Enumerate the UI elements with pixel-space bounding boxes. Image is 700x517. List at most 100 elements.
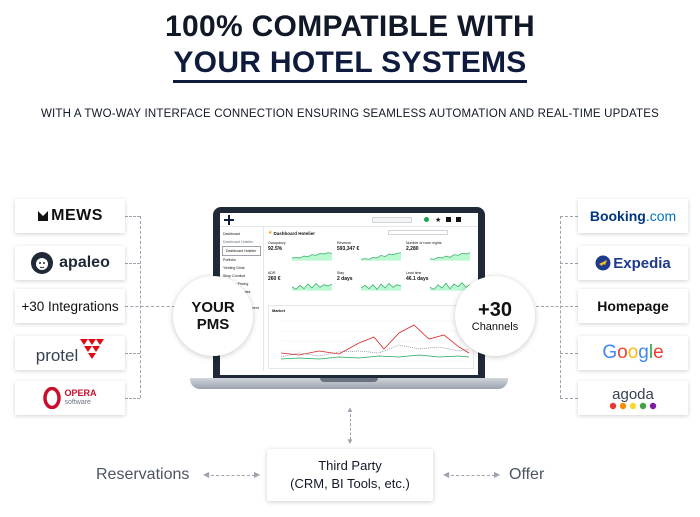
connector-line bbox=[350, 414, 351, 440]
sidebar-item[interactable]: Dashboard Hotelier bbox=[223, 240, 254, 244]
booking-label: Booking bbox=[589, 208, 646, 224]
dashboard-topbar: ★ bbox=[220, 213, 478, 227]
connector-line bbox=[560, 353, 578, 354]
kpi-sparkline bbox=[361, 252, 401, 261]
kpi-value: 2,280 bbox=[406, 246, 419, 252]
connector-line bbox=[536, 306, 578, 307]
kpi-sparkline bbox=[430, 252, 470, 261]
third-party-box: Third Party (CRM, BI Tools, etc.) bbox=[267, 449, 433, 501]
profile-icon[interactable] bbox=[456, 217, 462, 222]
kpi-label: ADR bbox=[268, 271, 276, 275]
protel-logo: protel bbox=[15, 336, 125, 370]
sidebar-item[interactable]: Portfolio bbox=[223, 258, 236, 262]
connector-line bbox=[125, 306, 180, 307]
mews-icon bbox=[38, 211, 49, 221]
mews-label: MEWS bbox=[51, 207, 103, 224]
pms-circle-line1: YOUR bbox=[191, 299, 235, 316]
kpi-value: 260 € bbox=[268, 276, 281, 282]
dashboard-controls[interactable] bbox=[388, 230, 448, 235]
dashboard-title: Dashboard Hotelier bbox=[273, 230, 315, 236]
arrow-down-icon: ▼ bbox=[346, 437, 354, 446]
menu-icon[interactable] bbox=[446, 217, 452, 222]
market-panel: Market bbox=[268, 305, 474, 369]
topbar-icon-dot[interactable] bbox=[424, 217, 429, 222]
agoda-logo: agoda bbox=[578, 381, 688, 415]
arrow-left-icon: ◀ bbox=[443, 470, 450, 479]
kpi-label: Revenue bbox=[337, 241, 352, 245]
expedia-label: Expedia bbox=[613, 254, 671, 272]
protel-triangles-icon bbox=[80, 339, 105, 359]
google-label: Google bbox=[602, 342, 664, 363]
expedia-logo: Expedia bbox=[578, 246, 688, 280]
star-icon[interactable]: ★ bbox=[435, 216, 442, 224]
dashboard-screen: ★ Dashboard Dashboard Hotelier Dashboard… bbox=[220, 213, 478, 375]
apaleo-label: apaleo bbox=[59, 254, 110, 271]
title-star-icon: ★ bbox=[268, 230, 273, 236]
agoda-dots-icon bbox=[609, 402, 657, 409]
headline-line1: 100% COMPATIBLE WITH bbox=[165, 10, 535, 43]
sidebar-item[interactable]: Yielding Grids bbox=[223, 266, 245, 270]
homepage-box: Homepage bbox=[578, 289, 688, 323]
opera-label: OPERA bbox=[64, 388, 97, 398]
market-chart bbox=[280, 320, 470, 362]
integrations-box: +30 Integrations bbox=[15, 289, 125, 323]
apaleo-lion-icon bbox=[31, 252, 54, 274]
apaleo-logo: apaleo bbox=[15, 246, 125, 280]
connector-line bbox=[125, 353, 140, 354]
arrow-left-icon: ◀ bbox=[203, 470, 210, 479]
kpi-value: 46.1 days bbox=[406, 276, 429, 282]
kpi-value: 92.5% bbox=[268, 246, 283, 252]
opera-o-icon bbox=[43, 387, 62, 409]
arrow-right-icon: ▶ bbox=[254, 470, 261, 479]
google-logo: Google bbox=[578, 336, 688, 370]
protel-label: protel bbox=[35, 346, 79, 365]
channels-circle-label: Channels bbox=[471, 320, 519, 333]
connector-line bbox=[125, 216, 140, 217]
kpi-sparkline bbox=[361, 282, 401, 291]
your-pms-circle: YOUR PMS bbox=[173, 276, 253, 356]
laptop-screen: ★ Dashboard Dashboard Hotelier Dashboard… bbox=[213, 207, 485, 379]
sidebar-item[interactable]: Dashboard bbox=[223, 232, 241, 236]
kpi-sparkline bbox=[430, 282, 470, 291]
kpi-sparkline bbox=[292, 282, 332, 291]
laptop-base bbox=[190, 378, 508, 389]
booking-suffix: .com bbox=[645, 208, 677, 224]
sidebar-item[interactable]: Shop Conduct bbox=[223, 274, 246, 278]
arrow-up-icon: ▲ bbox=[346, 405, 354, 414]
kpi-label: Lead time bbox=[406, 271, 422, 275]
opera-sublabel: software bbox=[64, 399, 91, 406]
market-line-gray bbox=[280, 344, 470, 358]
topbar-search[interactable] bbox=[372, 216, 412, 223]
connector-line bbox=[211, 475, 255, 476]
kpi-value: 593,347 € bbox=[337, 246, 360, 252]
kpi-label: Stay bbox=[337, 271, 345, 275]
pms-circle-line2: PMS bbox=[196, 316, 230, 333]
connector-line bbox=[560, 216, 561, 398]
headline-line2: YOUR HOTEL SYSTEMS bbox=[0, 46, 700, 83]
laptop-notch bbox=[320, 378, 378, 382]
connector-line bbox=[451, 475, 495, 476]
kpi-value: 2 days bbox=[337, 276, 353, 282]
third-party-title: Third Party bbox=[318, 458, 382, 473]
market-line-green bbox=[280, 354, 470, 360]
reservations-label: Reservations bbox=[96, 466, 190, 483]
opera-logo: OPERA software bbox=[15, 381, 125, 415]
offer-label: Offer bbox=[509, 466, 545, 483]
market-line-red bbox=[280, 324, 470, 356]
sidebar-item-active[interactable]: Dashboard Hotelier bbox=[222, 246, 261, 256]
expedia-plane-icon bbox=[595, 255, 611, 271]
agoda-label: agoda bbox=[612, 385, 654, 403]
headline-line2-text: YOUR HOTEL SYSTEMS bbox=[173, 46, 527, 83]
kpi-sparkline bbox=[292, 252, 332, 261]
connector-line bbox=[125, 263, 140, 264]
booking-logo: Booking.com bbox=[578, 199, 688, 233]
connector-line bbox=[125, 398, 140, 399]
integrations-label: +30 Integrations bbox=[21, 298, 119, 314]
arrow-right-icon: ▶ bbox=[494, 470, 501, 479]
